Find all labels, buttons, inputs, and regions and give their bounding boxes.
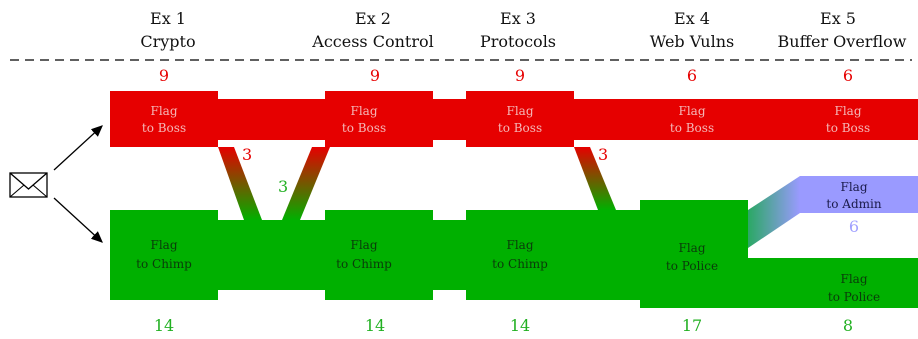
chimp-label-line2-ex2: to Chimp: [336, 257, 392, 271]
boss-counts: 9 9 9 6 6: [159, 66, 853, 85]
ex1-number: Ex 1: [150, 9, 186, 28]
admin-node-ex5: [800, 176, 918, 213]
chimp-label-line1-ex1: Flag: [151, 238, 178, 252]
police-count-ex5: 8: [843, 316, 853, 335]
chimp-count-ex2: 14: [365, 316, 385, 335]
boss-link-1: [218, 99, 325, 140]
chimp-label-line2-ex1: to Chimp: [136, 257, 192, 271]
boss-label-line2-ex4: to Boss: [670, 121, 714, 135]
good-labels: Flag to Chimp Flag to Chimp Flag to Chim…: [136, 180, 882, 304]
boss-count-ex2: 9: [370, 66, 380, 85]
boss-node-ex3: [466, 91, 574, 147]
boss-label-line2-ex1: to Boss: [142, 121, 186, 135]
police-label-line2-ex5: to Police: [828, 290, 880, 304]
flow-boss-to-chimp-2: [574, 147, 616, 210]
boss-label-line2-ex3: to Boss: [498, 121, 542, 135]
boss-label-line1-ex3: Flag: [507, 104, 534, 118]
chimp-link-3: [574, 210, 640, 300]
transfer-count-3: 3: [598, 145, 608, 164]
ex2-number: Ex 2: [355, 9, 391, 28]
chimp-link-1: [218, 220, 325, 290]
flow-police-to-admin: [748, 176, 800, 248]
arrow-to-chimp: [53, 197, 103, 243]
chimp-label-line2-ex3: to Chimp: [492, 257, 548, 271]
chimp-count-ex1: 14: [154, 316, 174, 335]
column-headers: Ex 1 Crypto Ex 2 Access Control Ex 3 Pro…: [140, 9, 906, 51]
ex5-number: Ex 5: [820, 9, 856, 28]
boss-count-ex5: 6: [843, 66, 853, 85]
boss-label-line2-ex2: to Boss: [342, 121, 386, 135]
ex3-number: Ex 3: [500, 9, 536, 28]
boss-node-ex1: [110, 91, 218, 147]
good-band: [110, 200, 918, 308]
ex4-name: Web Vulns: [650, 32, 734, 51]
good-counts: 14 14 14 17 8: [154, 316, 853, 335]
chimp-link-2: [433, 220, 466, 290]
transfer-count-2: 3: [278, 177, 288, 196]
boss-count-ex1: 9: [159, 66, 169, 85]
police-label-line1-ex4: Flag: [679, 241, 706, 255]
chimp-label-line1-ex3: Flag: [507, 238, 534, 252]
chimp-node-ex1: [110, 210, 218, 300]
transfer-count-1: 3: [242, 145, 252, 164]
admin-label-line2: to Admin: [826, 197, 881, 211]
ex3-name: Protocols: [480, 32, 556, 51]
ex4-number: Ex 4: [674, 9, 710, 28]
flow-chimp-to-boss: [282, 147, 330, 220]
admin-count-ex5: 6: [849, 217, 859, 236]
ex1-name: Crypto: [140, 32, 195, 51]
police-label-line2-ex4: to Police: [666, 259, 718, 273]
boss-node-ex4-ex5: [574, 99, 918, 140]
police-node-ex4: [640, 200, 748, 308]
boss-label-line1-ex4: Flag: [679, 104, 706, 118]
envelope-icon: [9, 172, 48, 198]
boss-label-line1-ex2: Flag: [351, 104, 378, 118]
ex2-name: Access Control: [311, 32, 433, 51]
boss-label-line1-ex1: Flag: [151, 104, 178, 118]
boss-label-line1-ex5: Flag: [835, 104, 862, 118]
police-node-ex5: [748, 258, 918, 308]
chimp-node-ex3: [466, 210, 574, 300]
boss-link-2: [433, 99, 466, 140]
flow-boss-to-chimp-1: [218, 147, 262, 220]
ex5-name: Buffer Overflow: [778, 32, 907, 51]
chimp-node-ex2: [325, 210, 433, 300]
boss-labels: Flag to Boss Flag to Boss Flag to Boss F…: [142, 104, 870, 135]
boss-node-ex2: [325, 91, 433, 147]
chimp-count-ex3: 14: [510, 316, 530, 335]
boss-label-line2-ex5: to Boss: [826, 121, 870, 135]
admin-label-line1: Flag: [841, 180, 868, 194]
police-count-ex4: 17: [682, 316, 702, 335]
chimp-label-line1-ex2: Flag: [351, 238, 378, 252]
police-label-line1-ex5: Flag: [841, 272, 868, 286]
boss-count-ex3: 9: [515, 66, 525, 85]
boss-count-ex4: 6: [687, 66, 697, 85]
transfer-flows: [218, 147, 918, 248]
arrow-to-boss: [53, 125, 103, 171]
boss-band: [110, 91, 918, 147]
